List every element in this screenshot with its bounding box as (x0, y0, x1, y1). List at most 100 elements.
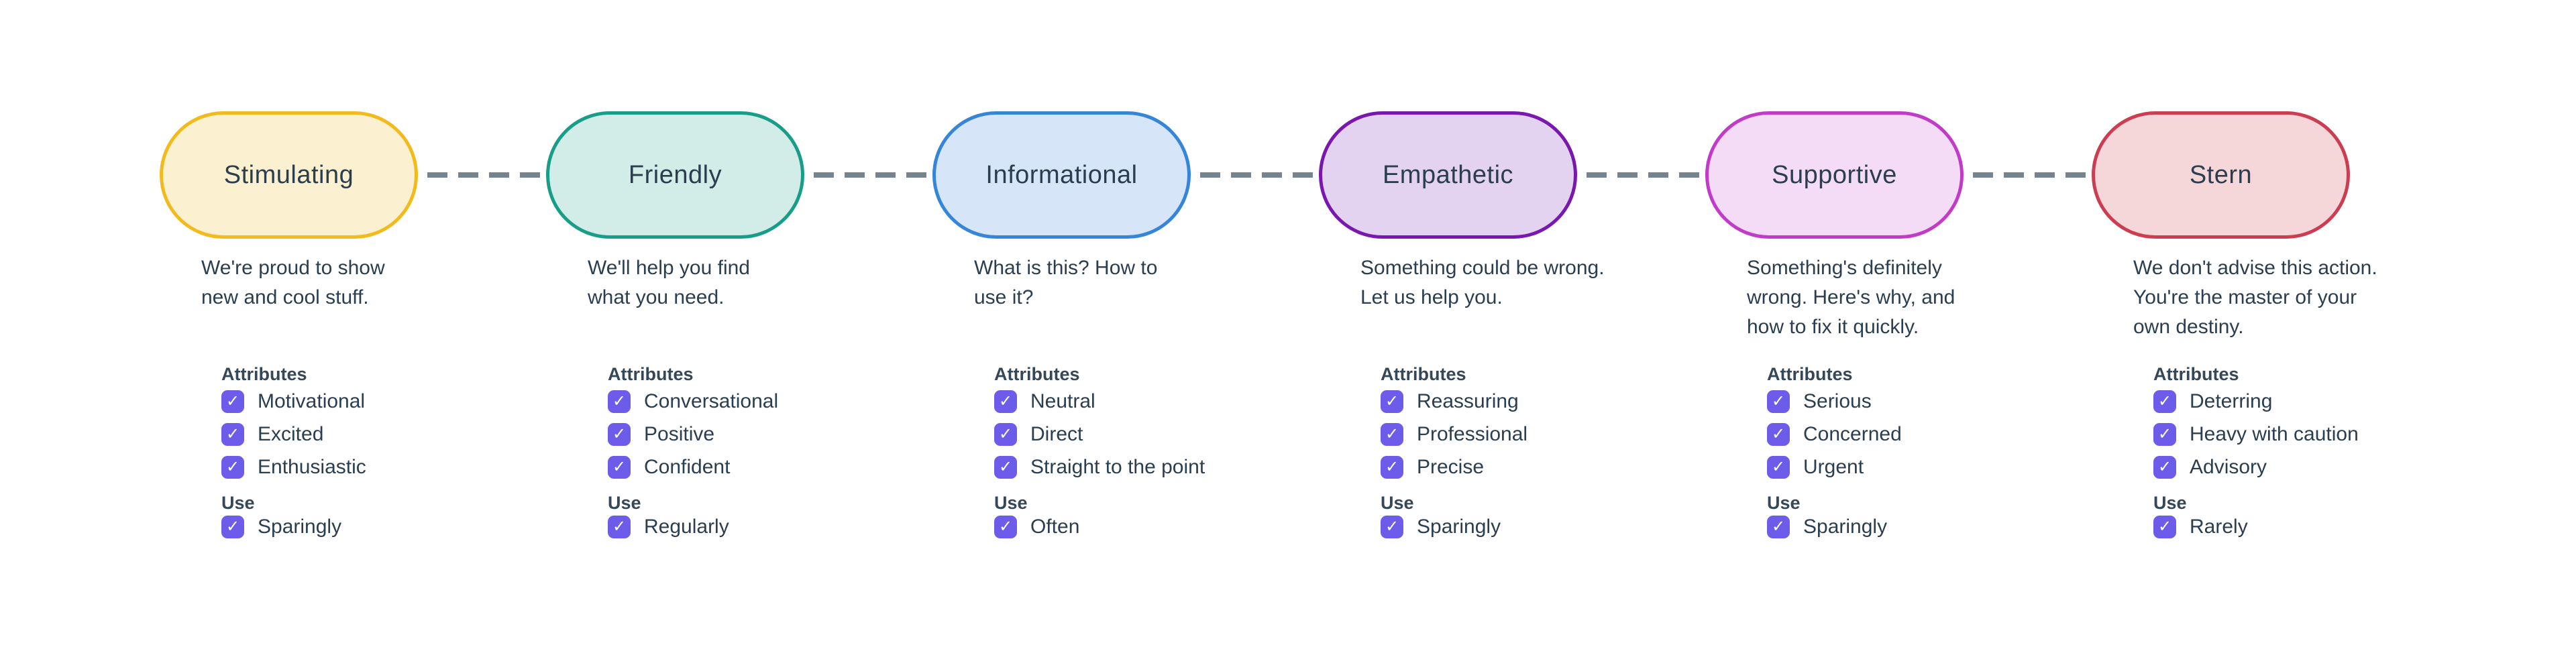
tone-pill: Stimulating (160, 111, 418, 239)
checkbox-checked[interactable]: ✓ (2153, 516, 2176, 538)
tone-column-informational: Informational What is this? How to use i… (932, 0, 1205, 649)
tone-description: What is this? How to use it? (974, 257, 1158, 308)
pill-title: Supportive (1772, 160, 1897, 189)
attribute-row[interactable]: ✓ Precise (1381, 456, 1527, 479)
checkbox-checked[interactable]: ✓ (1767, 390, 1790, 413)
attribute-row[interactable]: ✓ Serious (1767, 390, 1902, 413)
use-label: Rarely (2190, 516, 2248, 538)
attribute-label: Professional (1417, 423, 1528, 445)
checkbox-checked[interactable]: ✓ (608, 516, 631, 538)
attribute-label: Urgent (1803, 456, 1864, 478)
attribute-row[interactable]: ✓ Enthusiastic (221, 456, 366, 479)
checkbox-checked[interactable]: ✓ (994, 456, 1017, 479)
checkbox-checked[interactable]: ✓ (1767, 423, 1790, 446)
attributes-section: Attributes ✓ Conversational ✓ Positive ✓… (608, 364, 778, 548)
attribute-row[interactable]: ✓ Deterring (2153, 390, 2359, 413)
checkbox-checked[interactable]: ✓ (608, 390, 631, 413)
attribute-row[interactable]: ✓ Urgent (1767, 456, 1902, 479)
check-icon: ✓ (225, 457, 240, 476)
attribute-row[interactable]: ✓ Heavy with caution (2153, 423, 2359, 446)
check-icon: ✓ (1771, 392, 1786, 410)
attributes-section: Attributes ✓ Reassuring ✓ Professional ✓… (1381, 364, 1527, 548)
check-icon: ✓ (1385, 457, 1399, 476)
checkbox-checked[interactable]: ✓ (994, 423, 1017, 446)
attributes-header: Attributes (994, 364, 1080, 384)
dashed-connector (427, 172, 541, 178)
checkbox-checked[interactable]: ✓ (221, 423, 244, 446)
use-row[interactable]: ✓ Sparingly (1767, 516, 1902, 538)
checkbox-checked[interactable]: ✓ (2153, 390, 2176, 413)
use-row[interactable]: ✓ Often (994, 516, 1205, 538)
use-row[interactable]: ✓ Sparingly (221, 516, 366, 538)
attribute-label: Conversational (644, 390, 779, 412)
use-label: Often (1030, 516, 1080, 538)
attribute-row[interactable]: ✓ Excited (221, 423, 366, 446)
attribute-row[interactable]: ✓ Professional (1381, 423, 1527, 446)
checkbox-checked[interactable]: ✓ (994, 516, 1017, 538)
check-icon: ✓ (998, 392, 1013, 410)
attribute-row[interactable]: ✓ Positive (608, 423, 778, 446)
check-icon: ✓ (998, 517, 1013, 536)
attribute-label: Neutral (1030, 390, 1095, 412)
use-header: Use (2153, 493, 2187, 513)
checkbox-checked[interactable]: ✓ (2153, 456, 2176, 479)
checkbox-checked[interactable]: ✓ (1381, 456, 1403, 479)
check-icon: ✓ (1771, 457, 1786, 476)
use-label: Regularly (644, 516, 729, 538)
checkbox-checked[interactable]: ✓ (2153, 423, 2176, 446)
attributes-header: Attributes (608, 364, 694, 384)
attribute-label: Direct (1030, 423, 1083, 445)
checkbox-checked[interactable]: ✓ (608, 456, 631, 479)
checkbox-checked[interactable]: ✓ (1381, 516, 1403, 538)
attribute-label: Reassuring (1417, 390, 1519, 412)
check-icon: ✓ (2157, 457, 2172, 476)
attributes-header: Attributes (2153, 364, 2239, 384)
attributes-section: Attributes ✓ Motivational ✓ Excited ✓ En… (221, 364, 366, 548)
use-row[interactable]: ✓ Regularly (608, 516, 778, 538)
use-row[interactable]: ✓ Rarely (2153, 516, 2359, 538)
checkbox-checked[interactable]: ✓ (1381, 423, 1403, 446)
check-icon: ✓ (998, 457, 1013, 476)
dashed-connector (1587, 172, 1701, 178)
checkbox-checked[interactable]: ✓ (221, 390, 244, 413)
tone-description: We'll help you find what you need. (588, 257, 750, 308)
use-row[interactable]: ✓ Sparingly (1381, 516, 1527, 538)
checkbox-checked[interactable]: ✓ (608, 423, 631, 446)
attribute-row[interactable]: ✓ Direct (994, 423, 1205, 446)
check-icon: ✓ (225, 392, 240, 410)
attribute-row[interactable]: ✓ Neutral (994, 390, 1205, 413)
use-label: Sparingly (1803, 516, 1888, 538)
tone-column-supportive: Supportive Something's definitely wrong.… (1705, 0, 1964, 649)
attribute-row[interactable]: ✓ Straight to the point (994, 456, 1205, 479)
checkbox-checked[interactable]: ✓ (1767, 456, 1790, 479)
tone-pill: Stern (2092, 111, 2350, 239)
checkbox-checked[interactable]: ✓ (221, 456, 244, 479)
checkbox-checked[interactable]: ✓ (1767, 516, 1790, 538)
tone-description: Something could be wrong. Let us help yo… (1360, 257, 1605, 308)
check-icon: ✓ (612, 392, 627, 410)
attribute-row[interactable]: ✓ Motivational (221, 390, 366, 413)
checkbox-checked[interactable]: ✓ (1381, 390, 1403, 413)
attribute-row[interactable]: ✓ Confident (608, 456, 778, 479)
attribute-label: Heavy with caution (2190, 423, 2359, 445)
attributes-header: Attributes (1381, 364, 1466, 384)
checkbox-checked[interactable]: ✓ (221, 516, 244, 538)
check-icon: ✓ (225, 424, 240, 443)
attribute-row[interactable]: ✓ Reassuring (1381, 390, 1527, 413)
checkbox-checked[interactable]: ✓ (994, 390, 1017, 413)
attribute-row[interactable]: ✓ Advisory (2153, 456, 2359, 479)
use-header: Use (1381, 493, 1414, 513)
tone-description: We don't advise this action. You're the … (2133, 257, 2377, 338)
tone-pill: Empathetic (1319, 111, 1577, 239)
tone-pill: Friendly (546, 111, 804, 239)
check-icon: ✓ (998, 424, 1013, 443)
check-icon: ✓ (1771, 424, 1786, 443)
check-icon: ✓ (1385, 517, 1399, 536)
attribute-label: Concerned (1803, 423, 1902, 445)
attribute-label: Advisory (2190, 456, 2267, 478)
pill-title: Stimulating (223, 160, 354, 189)
attribute-row[interactable]: ✓ Conversational (608, 390, 778, 413)
attribute-row[interactable]: ✓ Concerned (1767, 423, 1902, 446)
attribute-label: Straight to the point (1030, 456, 1205, 478)
